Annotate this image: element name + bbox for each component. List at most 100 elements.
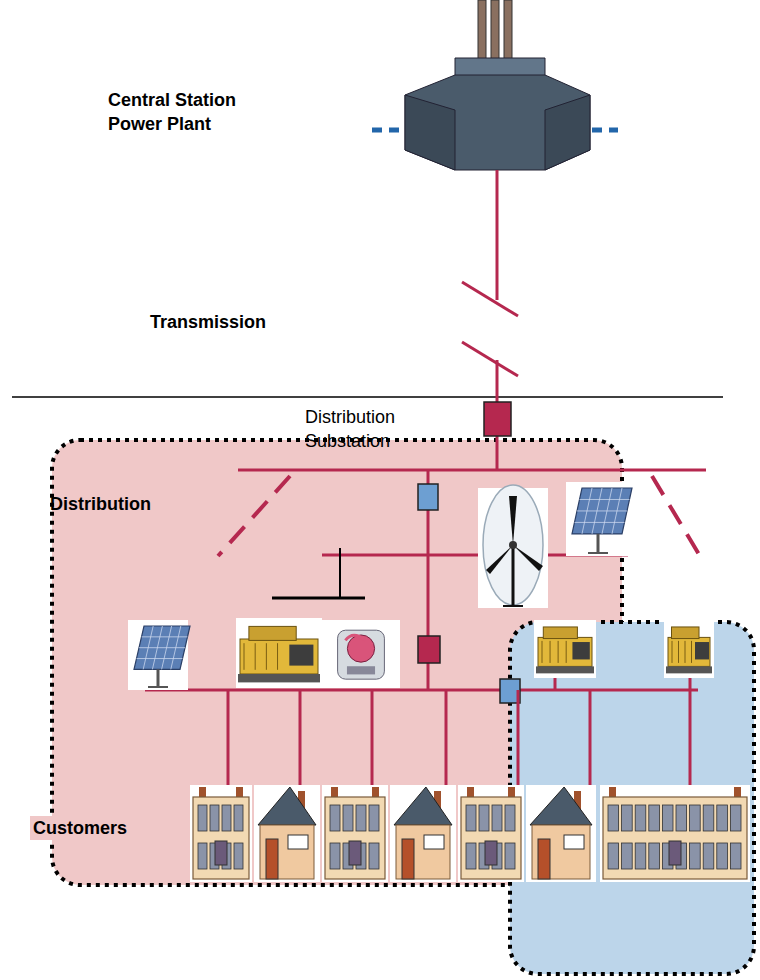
house-icon (288, 835, 308, 849)
solar-panel-icon (128, 620, 190, 690)
generator-icon (249, 626, 296, 640)
apartment-building (622, 805, 633, 831)
substation-label: Distribution Substation (305, 405, 445, 454)
generator-icon (238, 674, 320, 682)
apartment-building (349, 841, 361, 865)
solar-panel-icon (134, 626, 190, 669)
apartment-building (369, 805, 379, 831)
generator-icon (672, 641, 673, 663)
equipment-icons (128, 482, 714, 690)
apartment-building (600, 785, 750, 882)
solar-panel-icon (139, 647, 185, 648)
power-lines (496, 360, 499, 402)
generator-icon (236, 618, 322, 688)
generator-icon (543, 627, 577, 639)
house-icon (254, 785, 320, 882)
apartment-building (356, 805, 366, 831)
generator-icon (550, 641, 551, 663)
apartment-building (210, 805, 219, 831)
apartment-building (608, 843, 619, 869)
service-drop (517, 690, 520, 792)
house-icon (532, 825, 590, 879)
solar-panel-icon (566, 482, 632, 556)
power-plant (592, 128, 618, 133)
apartment-building (234, 805, 243, 831)
generator-icon (244, 643, 245, 670)
apartment-building (649, 843, 660, 869)
apartment-building (466, 805, 476, 831)
apartment-building (600, 785, 750, 882)
apartment-building (703, 843, 714, 869)
solar-panel-icon (588, 552, 608, 554)
apartment-building (222, 805, 231, 831)
power-plant (545, 95, 590, 170)
microturbine-icon (338, 630, 385, 679)
apartment-building (479, 805, 489, 831)
generator-icon (534, 620, 596, 678)
power-lines (145, 170, 706, 690)
service-drop (371, 690, 374, 792)
solar-panel-icon (575, 522, 625, 523)
power-plant (504, 0, 512, 62)
service-drop (227, 690, 230, 792)
apartment-building (717, 805, 728, 831)
apartment-building (198, 805, 207, 831)
generator-icon (691, 641, 692, 663)
apartment-building (703, 805, 714, 831)
service-drop (445, 690, 448, 792)
wind-turbine-icon (509, 541, 517, 549)
generator-icon (289, 645, 313, 666)
house-icon (538, 839, 550, 879)
service-drop (299, 690, 302, 792)
generator-icon (678, 641, 679, 663)
house-icon (402, 839, 414, 879)
apartment-building (330, 805, 340, 831)
power-lines (238, 469, 706, 472)
apartment-building (603, 797, 747, 879)
power-plant (478, 0, 486, 62)
house-icon (530, 787, 592, 825)
solar-panel-icon (157, 669, 160, 687)
customer-buildings (190, 785, 750, 882)
apartment-building (485, 841, 497, 865)
section-label: Transmission (150, 310, 320, 334)
apartment-building (198, 843, 207, 869)
power-lines (554, 676, 557, 690)
apartment-building (215, 841, 227, 865)
apartment-building (730, 843, 741, 869)
wind-turbine-icon (513, 545, 543, 571)
apartment-building (622, 843, 633, 869)
service-drop (689, 690, 692, 792)
apartment-building (492, 805, 502, 831)
apartment-building (461, 797, 521, 879)
generator-icon (542, 641, 543, 663)
generator-icon (538, 637, 592, 666)
microturbine-icon (322, 620, 400, 688)
generator-icon (255, 643, 256, 670)
generator-icon (240, 639, 318, 674)
substation-symbol (484, 402, 511, 436)
house-icon (526, 785, 596, 882)
house-icon (396, 825, 450, 879)
apartment-building (635, 843, 646, 869)
solar-panel-icon (572, 488, 632, 534)
house-icon (254, 785, 320, 882)
wind-turbine-icon (478, 485, 548, 608)
generator-bus-tap (272, 548, 365, 598)
power-plant (372, 128, 400, 133)
region-label: Distribution (50, 492, 151, 516)
house-icon (564, 835, 584, 849)
apartment-building (690, 843, 701, 869)
wind-turbine-icon (512, 545, 515, 606)
power-lines (689, 676, 692, 690)
generator-icon (695, 642, 709, 659)
house-icon (394, 787, 452, 825)
apartment-building (234, 843, 243, 869)
apartment-building (669, 841, 681, 865)
apartment-building (343, 805, 353, 831)
solar-panel-icon (597, 534, 600, 553)
distribution-region: DistributionCustomers (20, 440, 630, 885)
solar-panel-icon (142, 636, 188, 637)
power-plant (405, 95, 455, 170)
